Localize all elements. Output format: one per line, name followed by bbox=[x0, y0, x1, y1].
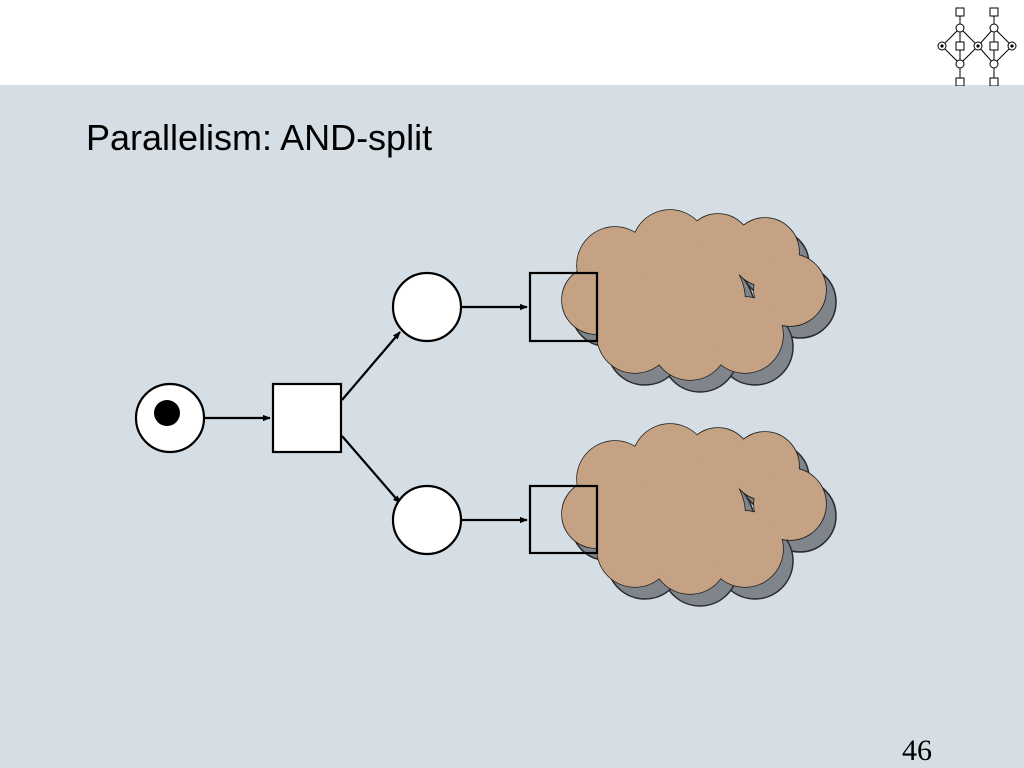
and-split-transition bbox=[271, 382, 343, 454]
arc-split-to-upper-place bbox=[341, 331, 401, 401]
petri-net-logo-icon bbox=[937, 7, 1017, 86]
header-band bbox=[0, 0, 1024, 85]
lower-place bbox=[391, 484, 463, 556]
page-number: 46 bbox=[902, 734, 932, 767]
token bbox=[154, 400, 180, 426]
upper-transition bbox=[528, 271, 599, 343]
arc-split-to-lower-place bbox=[341, 435, 401, 504]
upper-cloud bbox=[561, 209, 837, 393]
upper-place bbox=[391, 271, 463, 343]
lower-cloud bbox=[561, 423, 837, 607]
slide-title: Parallelism: AND-split bbox=[86, 117, 433, 158]
lower-transition bbox=[528, 484, 599, 555]
